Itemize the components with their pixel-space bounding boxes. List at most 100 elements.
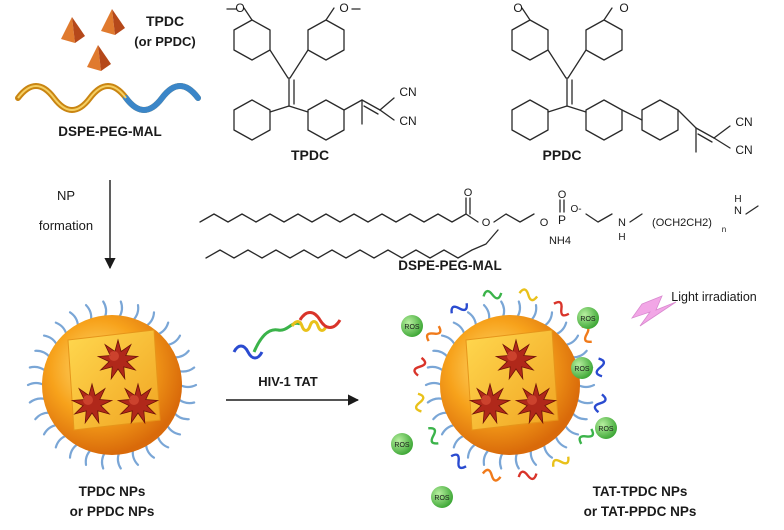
- step1-line2: formation: [39, 218, 93, 233]
- peg-chain: [529, 448, 538, 466]
- peg-chain: [177, 366, 196, 373]
- peg-chain: [42, 334, 59, 347]
- peg-chain: [28, 397, 47, 404]
- tat-peptide-chain: [517, 470, 538, 481]
- dye-aggregate-icon: [514, 382, 558, 425]
- peg-chain: [563, 423, 580, 436]
- peg-chain: [42, 423, 59, 436]
- peg-chain: [466, 311, 478, 328]
- phosphorus-label: P: [558, 213, 566, 227]
- methoxy-o-label: O: [513, 1, 522, 15]
- tat-peptide-chain: [593, 393, 607, 414]
- peg-chain: [432, 411, 449, 421]
- tat-peptide-chain: [414, 392, 425, 413]
- peg-chain: [554, 434, 568, 449]
- dye-aggregate-icon: [70, 382, 114, 425]
- peg-chain: [498, 451, 504, 470]
- peg-chain: [178, 383, 198, 389]
- lipid-label: DSPE-PEG-MAL: [58, 124, 162, 139]
- peg-chain: [54, 321, 68, 336]
- peg-chain: [452, 434, 466, 449]
- np-right-line1: TAT-TPDC NPs: [593, 484, 688, 499]
- nanoparticle-core-cutaway: [465, 329, 559, 431]
- peg-chain: [563, 334, 580, 347]
- dye-label: TPDC: [146, 13, 184, 29]
- ros-label: ROS: [574, 366, 590, 373]
- tat-peptide-chain: [428, 426, 439, 445]
- peg-chain: [542, 442, 554, 459]
- peg-chain: [173, 411, 190, 421]
- tat-peptide-chain: [425, 325, 442, 342]
- peg-chain: [482, 448, 491, 466]
- tat-peptide-chain: [482, 289, 503, 300]
- peg-chain: [28, 365, 47, 372]
- peg-chain: [514, 451, 520, 470]
- dspe-peg-mal-strand: [15, 83, 201, 113]
- np-left-line1: TPDC NPs: [79, 484, 146, 499]
- peg-chain: [571, 411, 588, 421]
- dye-aggregates: [468, 338, 558, 425]
- pyramid-icon: [61, 17, 85, 43]
- ros-particle: ROS: [577, 307, 599, 329]
- ros-label: ROS: [434, 495, 450, 502]
- tpdc-structure: O O CN CN: [226, 1, 417, 141]
- amide-n-label: N: [618, 217, 626, 229]
- np-right-line2: or TAT-PPDC NPs: [584, 504, 697, 519]
- peg-chain: [173, 349, 190, 359]
- phosphoryl-o-label: O: [558, 189, 567, 201]
- ros-particle: ROS: [401, 315, 423, 337]
- peg-chain: [102, 300, 108, 319]
- peg-chain: [116, 451, 122, 470]
- tat-peptide-chain: [553, 300, 570, 317]
- peg-chain: [575, 398, 594, 405]
- pyramid-icon: [101, 9, 125, 35]
- peg-chain: [440, 423, 457, 436]
- tat-label: HIV-1 TAT: [258, 374, 318, 389]
- peg-chain: [68, 442, 80, 459]
- peg-chain: [68, 311, 80, 328]
- dye-pyramids: [61, 9, 125, 71]
- peg-chain: [466, 442, 478, 459]
- oxide-label: O-: [570, 204, 581, 215]
- ros-particles: ROS ROS ROS ROS ROS ROS: [391, 307, 617, 508]
- methoxy-o-label: O: [235, 1, 244, 15]
- pyramid-icon: [87, 45, 111, 71]
- ros-particle: ROS: [431, 486, 453, 508]
- peg-chain: [426, 365, 445, 372]
- ros-label: ROS: [598, 426, 614, 433]
- ester-o-label: O: [482, 217, 491, 229]
- second-amide-n-label: N: [734, 205, 742, 217]
- peg-chain: [426, 397, 445, 404]
- np-left-line2: or PPDC NPs: [70, 504, 155, 519]
- peg-chain: [34, 411, 51, 421]
- peg-chain: [500, 300, 506, 319]
- peg-chain: [516, 300, 522, 319]
- cn-label: CN: [399, 114, 416, 128]
- tat-peptide-chain: [481, 468, 502, 482]
- peg-chain: [84, 304, 93, 322]
- peg-chain: [177, 398, 196, 405]
- dye-aggregate-icon: [468, 382, 512, 425]
- dspe-peg-mal-structure: O O O P O O- NH4 N H (OCH2CH2) n N H: [199, 187, 759, 259]
- ros-particle: ROS: [391, 433, 413, 455]
- peg-chain: [165, 334, 182, 347]
- peg-brush: [26, 300, 198, 470]
- dye-aggregate-icon: [96, 338, 140, 381]
- cn-label: CN: [399, 85, 416, 99]
- peg-chain: [482, 304, 491, 322]
- peg-chain: [84, 448, 93, 466]
- ros-label: ROS: [394, 442, 410, 449]
- nanoparticle-core-cutaway: [67, 329, 161, 431]
- peg-chain: [156, 321, 170, 336]
- methoxy-o-label: O: [619, 1, 628, 15]
- cn-label: CN: [735, 115, 752, 129]
- peg-chain: [542, 311, 554, 328]
- peg-chain: [118, 300, 124, 319]
- amide-h-label: H: [618, 232, 625, 243]
- tat-peptide-chain: [413, 356, 427, 377]
- peg-chain: [452, 321, 466, 336]
- peg-repeat-label: (OCH2CH2): [652, 217, 712, 229]
- step1-line1: NP: [57, 188, 75, 203]
- peg-chain: [440, 334, 457, 347]
- dspe-peg-mal-structure-label: DSPE-PEG-MAL: [398, 258, 502, 273]
